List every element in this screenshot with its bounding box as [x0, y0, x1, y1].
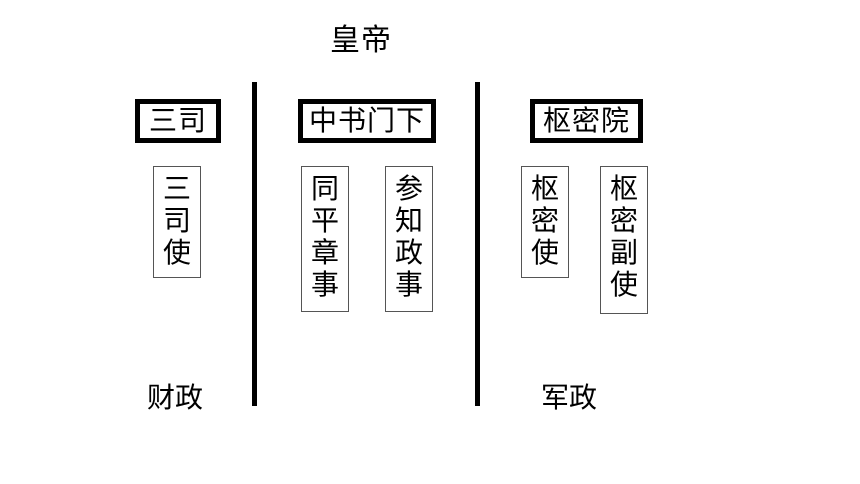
emperor-title: 皇帝 — [330, 23, 392, 58]
official-tong-ping-zhang-shi: 同 平 章 事 — [301, 166, 349, 312]
official-shumi-fu-shi: 枢 密 副 使 — [600, 166, 648, 314]
official-can-zhi-zheng-shi-char-3: 政 — [394, 236, 423, 269]
divider-left — [252, 82, 257, 406]
official-shumi-fu-shi-char-3: 副 — [609, 236, 638, 269]
official-sansi-shi-char-3: 使 — [162, 236, 191, 269]
dept-sansi-label: 三司 — [148, 104, 207, 137]
official-shumi-shi: 枢 密 使 — [521, 166, 569, 278]
official-tong-ping-zhang-shi-char-1: 同 — [310, 172, 339, 205]
official-shumi-fu-shi-char-4: 使 — [609, 268, 638, 301]
official-can-zhi-zheng-shi: 参 知 政 事 — [385, 166, 433, 312]
dept-zhongshu-menxia: 中书门下 — [298, 99, 436, 143]
dept-sansi: 三司 — [135, 99, 221, 143]
official-shumi-shi-char-3: 使 — [530, 236, 559, 269]
official-shumi-fu-shi-char-1: 枢 — [609, 172, 638, 205]
official-sansi-shi-char-1: 三 — [162, 172, 191, 205]
dept-shumiyuan: 枢密院 — [530, 99, 643, 143]
official-shumi-shi-char-1: 枢 — [530, 172, 559, 205]
official-shumi-shi-char-2: 密 — [530, 204, 559, 237]
official-can-zhi-zheng-shi-char-4: 事 — [394, 268, 423, 301]
official-sansi-shi-char-2: 司 — [162, 204, 191, 237]
dept-zhongshu-menxia-label: 中书门下 — [308, 104, 425, 137]
official-shumi-fu-shi-char-2: 密 — [609, 204, 638, 237]
label-military: 军政 — [541, 381, 598, 414]
official-tong-ping-zhang-shi-char-4: 事 — [310, 268, 339, 301]
label-finance: 财政 — [147, 381, 204, 414]
official-tong-ping-zhang-shi-char-2: 平 — [310, 204, 339, 237]
divider-right — [475, 82, 480, 406]
official-can-zhi-zheng-shi-char-2: 知 — [394, 204, 423, 237]
official-can-zhi-zheng-shi-char-1: 参 — [394, 172, 423, 205]
dept-shumiyuan-label: 枢密院 — [542, 104, 630, 137]
official-tong-ping-zhang-shi-char-3: 章 — [310, 236, 339, 269]
official-sansi-shi: 三 司 使 — [153, 166, 201, 278]
